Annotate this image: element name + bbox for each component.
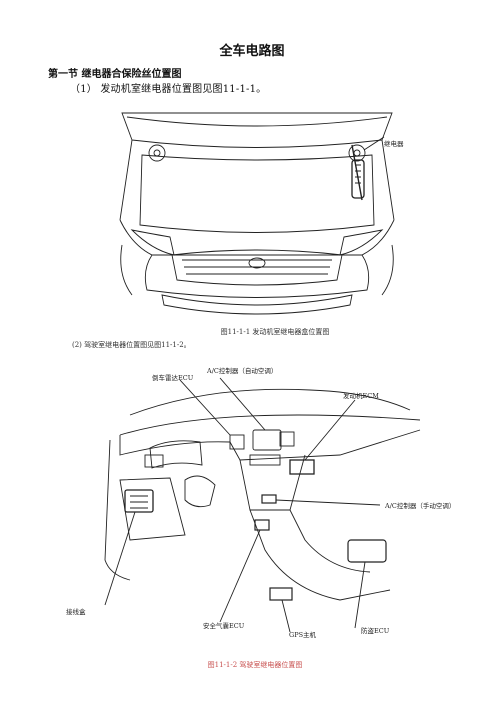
figure-1-caption: 图11-1-1 发动机室继电器盒位置图 [220,328,330,336]
label-ac-manual: A/C控制器（手动空调） [385,502,456,510]
label-gps: GPS主机 [289,631,317,639]
junction-box-shape [124,489,154,513]
figure-2-caption: 图11-1-2 驾驶室继电器位置图 [207,661,303,669]
paragraph-item-1: （1） 发动机室继电器位置图见图11-1-1。 [70,84,267,95]
section-heading: 第一节 继电器合保险丝位置图 [48,69,182,80]
page-title: 全车电路图 [219,44,285,59]
cabin-dashboard-figure [104,377,421,633]
label-ac-auto: A/C控制器（自动空调） [207,367,278,375]
label-junction-box: 接线盒 [66,608,86,616]
antitheft-shape [347,539,387,563]
label-engine-ecm: 发动机ECM [343,392,379,400]
engine-ecm-shape [289,459,315,475]
airbag-shape [254,519,270,531]
gps-shape [269,587,293,601]
engine-compartment-figure [119,112,395,315]
label-reverse-radar-ecu: 倒车雷达ECU [152,374,194,382]
label-antitheft-ecu: 防盗ECU [361,627,390,635]
label-relay: 继电器 [384,140,404,148]
ac-manual-shape [261,494,277,504]
paragraph-item-2: (2) 驾驶室继电器位置图见图11-1-2。 [72,341,191,349]
label-airbag-ecu: 安全气囊ECU [203,622,245,630]
relay-box-shape [351,159,365,199]
